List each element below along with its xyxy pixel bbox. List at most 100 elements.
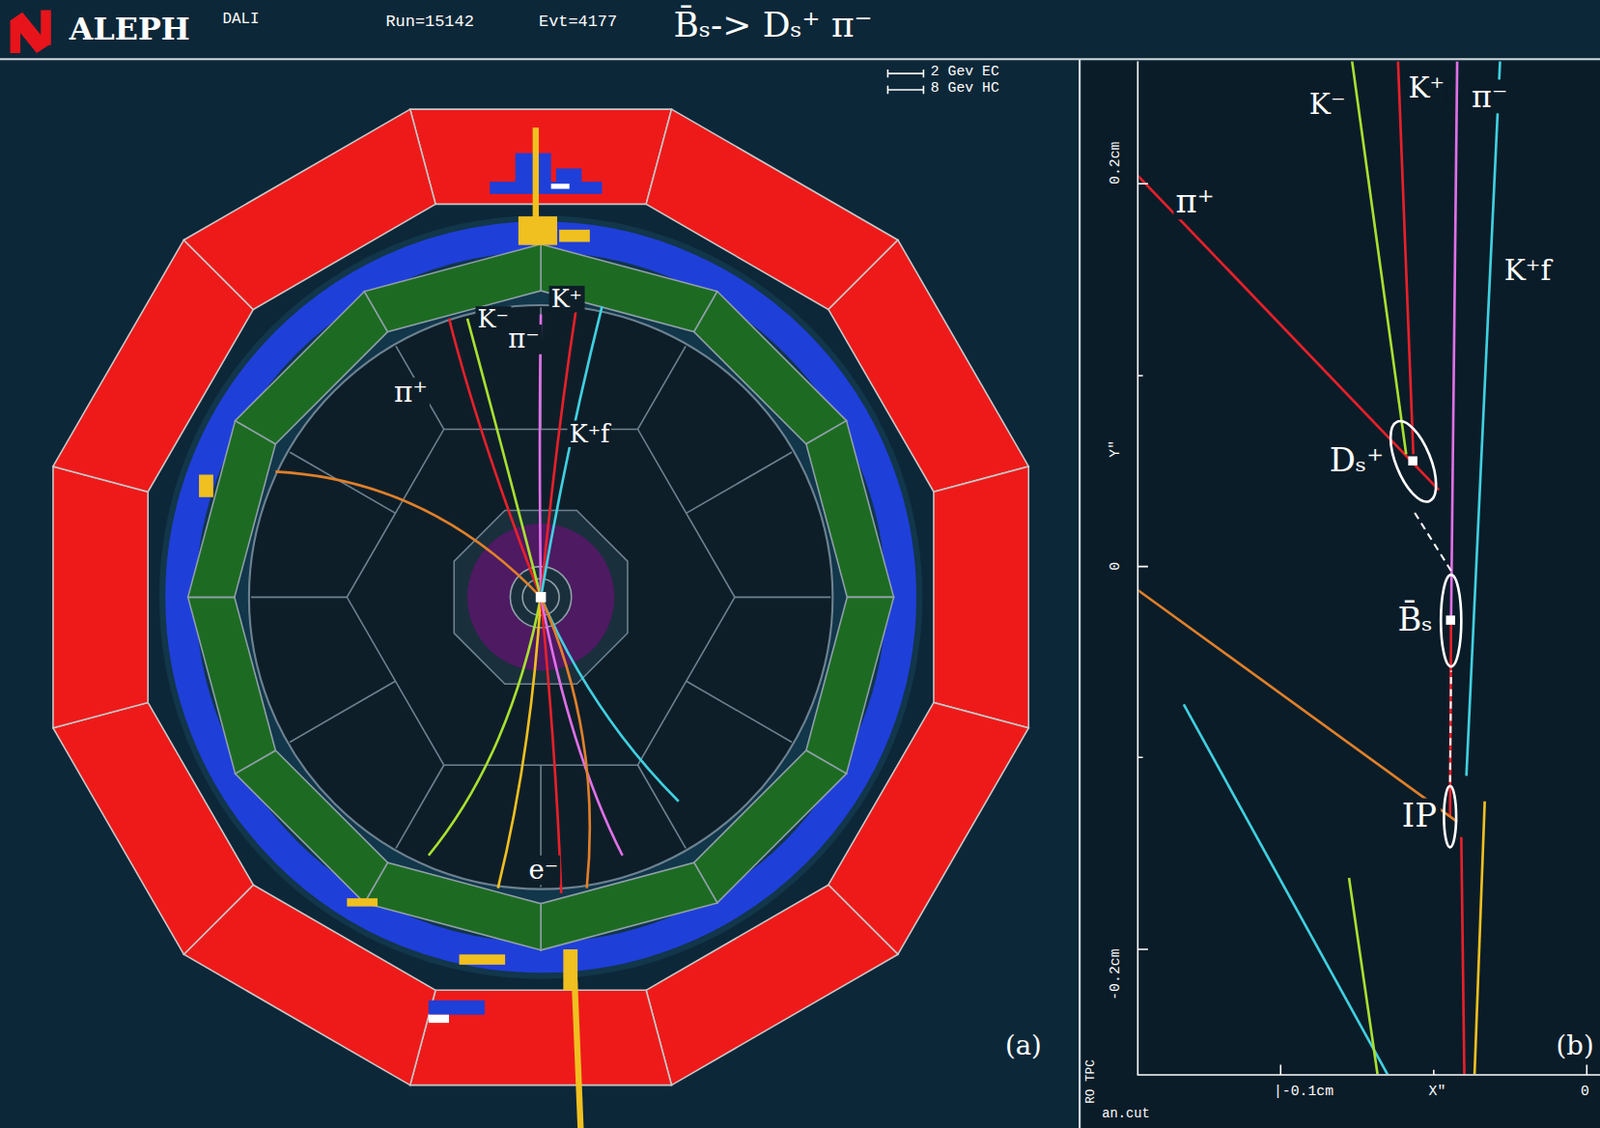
vertex-node: IP <box>1398 782 1460 852</box>
label: K⁺ <box>1405 73 1447 106</box>
tpc-sector <box>734 596 831 599</box>
header-bar <box>0 0 1600 59</box>
label: Y" <box>1107 438 1123 460</box>
label: e⁻ <box>526 855 561 885</box>
hadron-calorimeter <box>410 989 673 1085</box>
particle-track <box>498 596 541 888</box>
hcal-deposit <box>428 1000 485 1015</box>
particle-track <box>540 306 577 597</box>
particle-track <box>428 596 541 855</box>
tpc-volume <box>249 305 833 890</box>
label: |-0.1cm <box>1273 1084 1334 1100</box>
flight-path <box>1450 671 1452 783</box>
interaction-point <box>535 591 547 603</box>
vertex-label: B̄ₛ <box>1393 602 1437 639</box>
error-ellipse <box>1443 785 1457 847</box>
tpc-sector <box>395 764 445 848</box>
particle-track <box>540 596 590 888</box>
particle-track <box>1351 60 1406 454</box>
label: K⁻ <box>1307 89 1348 122</box>
particle-track <box>467 318 541 598</box>
particle-track <box>1138 589 1458 822</box>
label: an.cut <box>1101 1107 1150 1123</box>
label: 0 <box>1580 1084 1590 1100</box>
label: X" <box>1429 1084 1447 1100</box>
particle-track <box>1348 877 1378 1074</box>
vertex-label: IP <box>1398 798 1442 835</box>
particle-track <box>275 471 541 597</box>
diagram-title: B̄ₛ-> Dₛ⁺ π⁻ <box>673 5 872 45</box>
particle-track <box>1183 703 1388 1074</box>
label: π⁻ <box>1469 79 1511 113</box>
panel-border <box>0 57 1600 60</box>
particle-track <box>1466 60 1501 776</box>
axis <box>1137 60 1600 1075</box>
ecal-deposit <box>346 898 378 906</box>
particle-track <box>540 596 679 801</box>
label: 2 Gev EC <box>930 64 1000 81</box>
label: 8 Gev HC <box>930 81 1000 97</box>
tpc-sector <box>251 596 347 599</box>
error-ellipse <box>1440 574 1461 667</box>
vertex-marker <box>1445 615 1456 625</box>
ecal-deposit <box>518 216 558 246</box>
tpc-sector <box>289 451 395 513</box>
label: 0.2cm <box>1107 140 1123 188</box>
label: 0 <box>1107 560 1123 573</box>
label: DALI <box>222 12 259 29</box>
label: Run=15142 <box>385 14 474 33</box>
label: (b) <box>1556 1031 1595 1061</box>
error-ellipse <box>1436 570 1466 672</box>
magnet-coil <box>180 236 901 957</box>
zoom-tracks <box>1138 60 1500 1074</box>
label: Evt=4177 <box>538 14 618 33</box>
error-ellipse <box>1387 412 1439 510</box>
particle-track <box>1398 60 1414 454</box>
label: RO TPC <box>1085 1060 1099 1105</box>
vertex-marker <box>1407 455 1418 466</box>
aleph-logo <box>10 18 22 54</box>
hadron-calorimeter <box>53 466 148 729</box>
particle-track <box>1451 60 1458 620</box>
label: π⁻ <box>505 324 542 354</box>
hcal-deposit <box>556 168 582 184</box>
label: π⁺ <box>392 377 430 410</box>
label: K⁺f <box>1502 254 1554 287</box>
tpc-sector <box>638 764 687 848</box>
tpc-sector <box>686 680 792 742</box>
ecal-deposit <box>571 980 585 1128</box>
tpc-sector <box>638 345 687 429</box>
panel-border <box>1078 58 1081 1128</box>
label: ALEPH <box>69 12 191 47</box>
ecal-deposit <box>198 475 214 498</box>
gap <box>196 252 885 941</box>
hadron-calorimeter <box>933 466 1029 729</box>
zoom-panel <box>1081 60 1600 1128</box>
tpc-sector <box>686 451 792 513</box>
label: K⁺ <box>549 285 586 313</box>
label: K⁺f <box>567 420 613 448</box>
hcal-deposit <box>551 183 570 189</box>
particle-track <box>540 306 602 597</box>
scale-bar <box>887 69 924 94</box>
particle-track <box>1138 175 1439 491</box>
vertex-node: Dₛ⁺ <box>1324 412 1439 510</box>
error-ellipse <box>1387 415 1439 508</box>
axis-tick <box>1137 183 1587 1075</box>
ecal-deposit <box>459 954 506 965</box>
hadron-calorimeter <box>410 109 673 204</box>
particle-track <box>539 314 541 598</box>
vertex-label: Dₛ⁺ <box>1324 443 1388 479</box>
tpc-sector <box>289 680 395 742</box>
label: π⁺ <box>1173 183 1216 220</box>
label: -0.2cm <box>1107 947 1123 1004</box>
vertex-node: B̄ₛ <box>1393 570 1465 672</box>
particle-track <box>1460 837 1464 1074</box>
error-ellipse <box>1440 782 1460 852</box>
label: (a) <box>1005 1031 1042 1061</box>
flight-path <box>1413 510 1452 571</box>
aleph-logo <box>40 10 52 48</box>
